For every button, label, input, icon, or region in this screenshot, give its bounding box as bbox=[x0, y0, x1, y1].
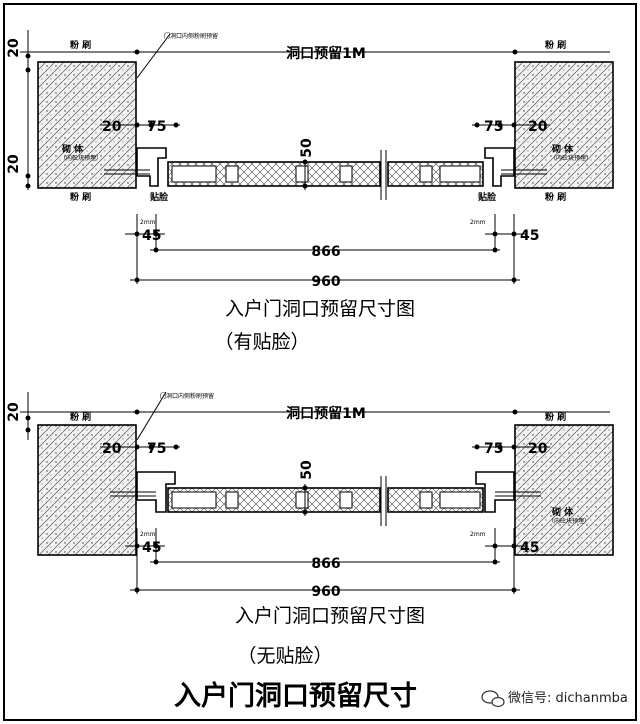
wall-label-left: 砌 体 bbox=[61, 143, 84, 155]
dim-20-left: 20 bbox=[102, 119, 122, 135]
dim-20-right: 20 bbox=[528, 119, 548, 135]
plaster-callout-2: 门洞口内侧粉刷预留 bbox=[160, 392, 214, 400]
diagram-with-trim: 洞口预留1M 门洞口内侧粉刷预留 粉 刷 粉 刷 20 20 砌 体 （内砼块预… bbox=[6, 30, 614, 353]
watermark-text: 微信号: dichanmba bbox=[508, 691, 628, 706]
trim-label-left: 贴脸 bbox=[150, 191, 169, 203]
wall-sub-left: （内砼块预埋） bbox=[60, 154, 102, 162]
dim-20-top-2: 20 bbox=[6, 402, 22, 422]
dim-20-top: 20 bbox=[6, 38, 22, 58]
dim-75-left-2: 75 bbox=[147, 441, 166, 457]
wall-label-right: 砌 体 bbox=[551, 143, 574, 155]
drawing-border bbox=[3, 3, 637, 721]
plaster-label-right-2: 粉 刷 bbox=[545, 411, 566, 423]
plaster-label-left-2: 粉 刷 bbox=[70, 411, 91, 423]
dim-866-2: 866 bbox=[311, 556, 340, 572]
dim-45-right: 45 bbox=[520, 228, 539, 244]
plaster-label-bottom-left: 粉 刷 bbox=[70, 191, 91, 203]
dim-75-right: 75 bbox=[484, 119, 503, 135]
dim-45-left-2: 45 bbox=[142, 540, 161, 556]
dim-45-right-2: 45 bbox=[520, 540, 539, 556]
caption-2-line-1: 入户门洞口预留尺寸图 bbox=[235, 605, 425, 627]
wall-label-right-2: 砌 体 bbox=[551, 506, 574, 518]
gap-label-right: 2mm bbox=[470, 219, 486, 226]
dim-75-left: 75 bbox=[147, 119, 166, 135]
dim-960: 960 bbox=[311, 274, 340, 290]
plaster-label-right: 粉 刷 bbox=[545, 39, 566, 51]
main-title: 入户门洞口预留尺寸 bbox=[174, 680, 417, 712]
wall-sub-right: （内砼块预埋） bbox=[550, 154, 592, 162]
gap-label-left-2: 2mm bbox=[140, 531, 156, 538]
plaster-callout: 门洞口内侧粉刷预留 bbox=[164, 32, 218, 40]
dim-20-right-2: 20 bbox=[528, 441, 548, 457]
caption-2-line-2: （无贴脸） bbox=[237, 645, 332, 667]
trim-label-right: 贴脸 bbox=[478, 191, 497, 203]
caption-1-line-2: （有贴脸） bbox=[214, 331, 309, 353]
opening-width-label: 洞口预留1M bbox=[286, 45, 366, 62]
caption-1-line-1: 入户门洞口预留尺寸图 bbox=[225, 298, 415, 320]
dim-75-right-2: 75 bbox=[484, 441, 503, 457]
gap-label-left: 2mm bbox=[140, 219, 156, 226]
wechat-icon bbox=[481, 690, 505, 708]
opening-width-label-2: 洞口预留1M bbox=[286, 405, 366, 422]
plaster-label-bottom-right: 粉 刷 bbox=[545, 191, 566, 203]
diagram-without-trim: 洞口预留1M 门洞口内侧粉刷预留 粉 刷 粉 刷 20 砌 体 （内砼块预埋） … bbox=[6, 391, 614, 667]
dim-45-left: 45 bbox=[142, 228, 161, 244]
dim-20-left-2: 20 bbox=[102, 441, 122, 457]
dim-50-2: 50 bbox=[299, 460, 315, 480]
dim-20-mid: 20 bbox=[6, 154, 22, 174]
dim-50: 50 bbox=[299, 138, 315, 158]
dim-866: 866 bbox=[311, 244, 340, 260]
dim-960-2: 960 bbox=[311, 584, 340, 600]
plaster-label-left: 粉 刷 bbox=[70, 39, 91, 51]
wall-sub-right-2: （内砼块预埋） bbox=[548, 517, 590, 525]
gap-label-right-2: 2mm bbox=[470, 531, 486, 538]
wall-right bbox=[514, 61, 614, 189]
